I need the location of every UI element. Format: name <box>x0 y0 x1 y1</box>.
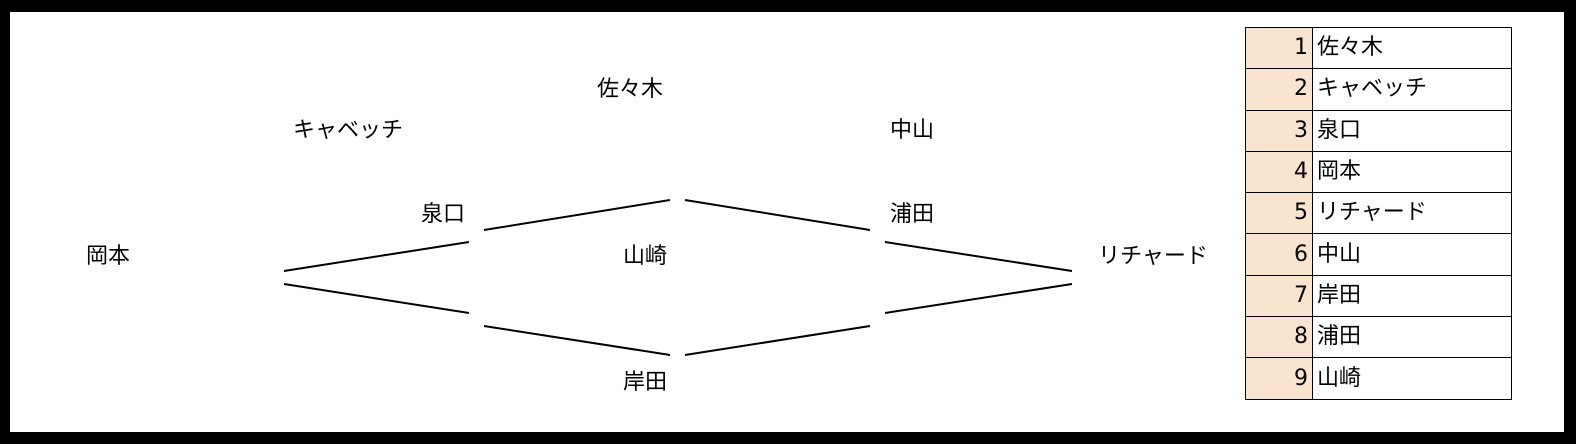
field-line <box>884 241 1073 272</box>
field-line <box>684 325 871 356</box>
row-number: 5 <box>1245 192 1313 235</box>
position-upper-left: キャベッチ <box>292 118 404 143</box>
position-upper-right: 中山 <box>889 118 935 143</box>
row-name: 泉口 <box>1312 109 1512 152</box>
field-line <box>283 283 470 314</box>
position-far-left: 岡本 <box>85 244 131 269</box>
row-name: 浦田 <box>1312 316 1512 359</box>
field-line <box>483 199 671 231</box>
position-bottom: 岸田 <box>622 370 668 395</box>
field-line <box>283 241 470 272</box>
position-mid-right-inner: 浦田 <box>889 202 935 227</box>
row-number: 7 <box>1245 274 1313 318</box>
row-name: 岡本 <box>1312 150 1512 194</box>
field-line <box>884 283 1073 314</box>
row-name: 佐々木 <box>1312 26 1512 70</box>
position-mid-left-inner: 泉口 <box>420 202 466 227</box>
row-number: 8 <box>1245 316 1313 359</box>
row-name: キャベッチ <box>1312 68 1512 111</box>
row-name: 中山 <box>1312 233 1512 276</box>
row-name: 山崎 <box>1312 357 1512 400</box>
row-number: 9 <box>1245 357 1313 400</box>
row-number: 6 <box>1245 233 1313 276</box>
position-center: 山崎 <box>622 244 668 269</box>
field-line <box>483 325 671 356</box>
row-name: リチャード <box>1312 192 1512 235</box>
position-far-right: リチャード <box>1098 244 1208 269</box>
field-line <box>684 199 871 231</box>
position-top: 佐々木 <box>596 77 664 102</box>
row-number: 2 <box>1245 68 1313 111</box>
row-name: 岸田 <box>1312 274 1512 318</box>
row-number: 3 <box>1245 109 1313 152</box>
row-number: 4 <box>1245 150 1313 194</box>
row-number: 1 <box>1245 26 1313 70</box>
